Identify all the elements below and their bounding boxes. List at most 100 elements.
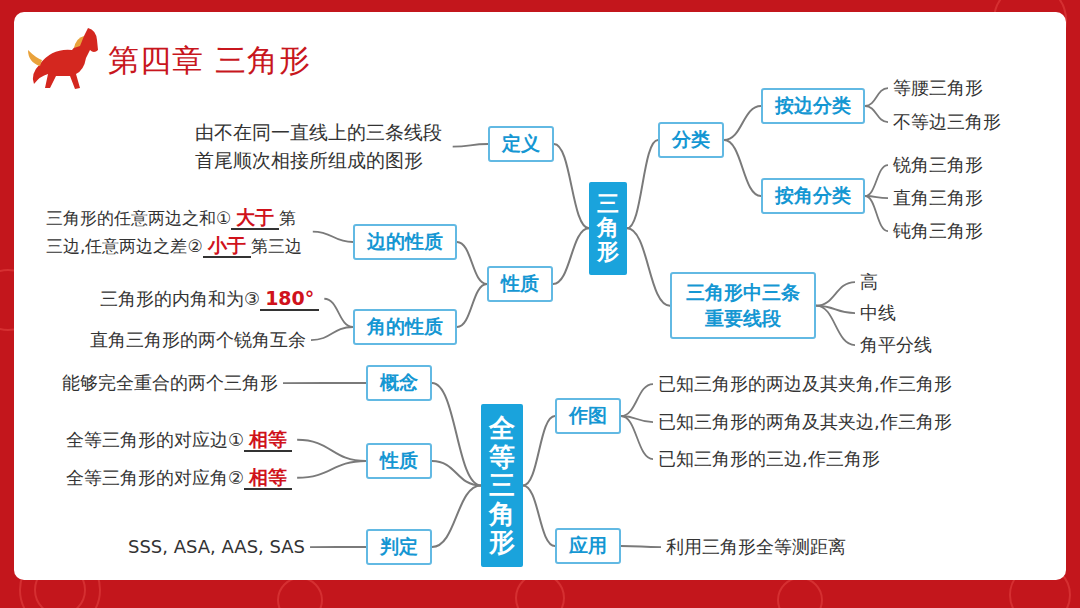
branch-connector [523, 416, 555, 485]
note-group: 钝角三角形 [893, 218, 983, 244]
topic-box: 三角形 [589, 182, 627, 275]
node-text: 按边分类 [775, 93, 851, 119]
note-text: 三角形的任意两边之和① [46, 208, 231, 228]
node-text: 判定 [380, 534, 418, 560]
leader-line [297, 440, 366, 461]
note-text: 中线 [860, 302, 896, 323]
note-group: 三角形的内角和为③180° [100, 285, 319, 313]
leader-line [621, 384, 653, 416]
node-text: 分类 [672, 127, 710, 153]
node-text: 应用 [569, 533, 607, 559]
note-text: 直角三角形 [893, 187, 983, 208]
leader-line [816, 282, 855, 306]
branch-connector [724, 140, 761, 196]
note-text: 等腰三角形 [893, 77, 983, 98]
note-text: 由不在同一直线上的三条线段首尾顺次相接所组成的图形 [195, 121, 442, 171]
note-group: 高 [860, 269, 878, 295]
note-group: 三角形的任意两边之和①大于第三边,任意两边之差②小于第三边 [46, 204, 308, 259]
leader-line [313, 232, 353, 242]
note-group: 直角三角形 [893, 185, 983, 211]
answer-text: 相等 [244, 466, 292, 490]
note-group: 已知三角形的两边及其夹角,作三角形 [658, 371, 952, 397]
note-group: 由不在同一直线上的三条线段首尾顺次相接所组成的图形 [195, 119, 448, 174]
note-text: 已知三角形的两边及其夹角,作三角形 [658, 373, 952, 394]
branch-connector [432, 485, 481, 547]
note-group: 中线 [860, 300, 896, 326]
note-group: 不等边三角形 [893, 109, 1001, 135]
branch-connector [457, 242, 487, 284]
note-group: 已知三角形的两角及其夹边,作三角形 [658, 409, 952, 435]
branch-connector [457, 284, 487, 327]
note-text: 锐角三角形 [893, 154, 983, 175]
note-group: 全等三角形的对应角②相等 [66, 464, 292, 492]
branch-box: 作图 [555, 398, 621, 434]
note-group: 等腰三角形 [893, 75, 983, 101]
leader-line [865, 196, 888, 231]
leader-line [283, 382, 366, 384]
branch-connector [553, 228, 589, 284]
white-card [14, 12, 1066, 580]
node-text: 定义 [502, 131, 540, 157]
branch-connector [554, 144, 589, 228]
leader-line [865, 106, 888, 122]
node-text: 性质 [380, 448, 418, 474]
node-text: 概念 [380, 370, 418, 396]
node-text: 边的性质 [367, 229, 443, 255]
note-text: 全等三角形的对应边① [66, 429, 244, 450]
node-text: 三角形中三条重要线段 [686, 280, 800, 331]
node-text: 性质 [501, 271, 539, 297]
leader-line [310, 546, 366, 548]
note-text: 已知三角形的两角及其夹边,作三角形 [658, 411, 952, 432]
note-text: 钝角三角形 [893, 220, 983, 241]
branch-box: 概念 [366, 365, 432, 401]
branch-box: 角的性质 [353, 309, 457, 345]
branch-box: 三角形中三条重要线段 [670, 272, 816, 339]
note-group: 角平分线 [860, 332, 932, 358]
note-text: 已知三角形的三边,作三角形 [658, 448, 880, 469]
branch-connector [627, 140, 658, 228]
branch-box: 性质 [366, 443, 432, 479]
answer-text: 小于 [203, 234, 251, 258]
branch-box: 应用 [555, 528, 621, 564]
note-group: 能够完全重合的两个三角形 [62, 370, 278, 396]
node-text: 角的性质 [367, 314, 443, 340]
leader-line [453, 144, 488, 147]
note-text: 能够完全重合的两个三角形 [62, 372, 278, 393]
note-group: 利用三角形全等测距离 [666, 534, 846, 560]
branch-connector [432, 461, 481, 485]
branch-box: 性质 [487, 266, 553, 302]
note-group: SSS, ASA, AAS, SAS [128, 534, 305, 560]
note-text: 不等边三角形 [893, 111, 1001, 132]
note-text: 角平分线 [860, 334, 932, 355]
node-text: 全等三角形 [489, 414, 515, 557]
topic-box: 全等三角形 [481, 404, 523, 567]
horse-icon [28, 28, 98, 89]
leader-line [621, 416, 653, 459]
note-group: 锐角三角形 [893, 152, 983, 178]
branch-connector [627, 228, 670, 305]
note-text: SSS, ASA, AAS, SAS [128, 536, 305, 557]
note-group: 全等三角形的对应边①相等 [66, 426, 292, 454]
branch-box: 判定 [366, 529, 432, 565]
note-text: 三角形的内角和为③ [100, 288, 260, 309]
branch-box: 边的性质 [353, 224, 457, 260]
note-text: 第三边 [251, 236, 302, 256]
answer-text: 180° [260, 287, 319, 311]
note-group: 已知三角形的三边,作三角形 [658, 446, 880, 472]
answer-text: 相等 [244, 428, 292, 452]
leader-line [621, 546, 661, 547]
note-group: 直角三角形的两个锐角互余 [90, 327, 306, 353]
chapter-title: 第四章 三角形 [108, 40, 311, 82]
branch-box: 按边分类 [761, 88, 865, 124]
node-text: 作图 [569, 403, 607, 429]
branch-connector [432, 383, 481, 485]
leader-line [324, 299, 353, 327]
branch-box: 定义 [488, 126, 554, 162]
leader-line [297, 461, 366, 478]
note-text: 全等三角形的对应角② [66, 467, 244, 488]
leader-line [865, 88, 888, 106]
